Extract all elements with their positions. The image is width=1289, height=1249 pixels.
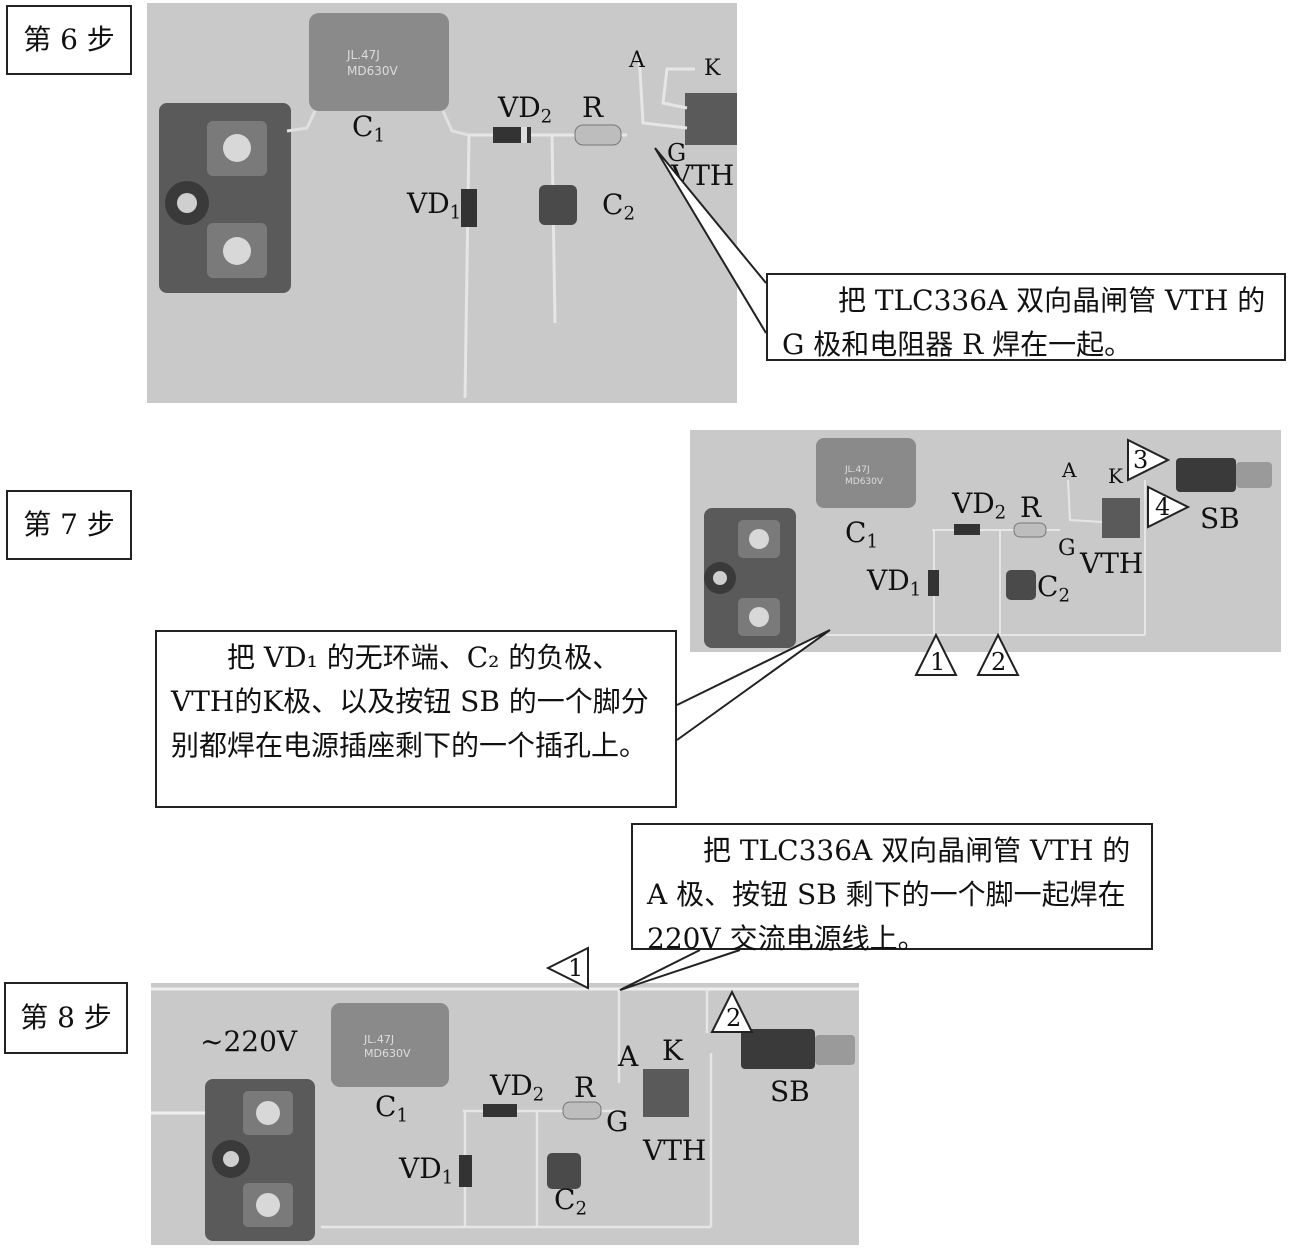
step-7-cap-marking-2: MD630V: [845, 477, 884, 487]
step-6-cap-marking-1: JL.47J: [346, 48, 380, 62]
step-8-label-r: R: [574, 1071, 596, 1104]
step-7-label-a: A: [1062, 458, 1077, 482]
step-7-label-k: K: [1108, 464, 1123, 488]
step-8-label-ac: ~220V: [200, 1025, 298, 1058]
step-8-marker-1: 1: [545, 946, 590, 990]
step-6-photo: JL.47J MD630V: [147, 3, 737, 403]
step-6-label-a: A: [629, 48, 645, 73]
step-8-label: 第 8 步: [4, 982, 128, 1054]
step-7-marker-1: 1: [914, 632, 958, 677]
step-8-label-g: G: [606, 1105, 629, 1138]
step-6-label-c2: C2: [602, 188, 636, 225]
step-8-circuit-drawing: JL.47J MD630V: [151, 987, 859, 1241]
step-6-callout: 把 TLC336A 双向晶闸管 VTH 的 G 极和电阻器 R 焊在一起。: [766, 273, 1286, 361]
step-8-label-c1: C1: [375, 1090, 409, 1127]
step-7-photo: JL.47J MD630V: [690, 430, 1281, 652]
step-6-label-vth: VTH: [671, 159, 735, 192]
step-8-cap-marking-1: JL.47J: [363, 1033, 394, 1046]
step-6-circuit-drawing: JL.47J MD630V: [159, 13, 737, 399]
step-6-cap-marking-2: MD630V: [347, 64, 398, 78]
step-8-label-k: K: [662, 1034, 683, 1067]
step-8-label-c2: C2: [554, 1183, 588, 1220]
step-8-label-vd1: VD1: [399, 1152, 454, 1189]
step-8-cap-marking-2: MD630V: [364, 1047, 411, 1060]
step-7-label-c1: C1: [845, 516, 879, 553]
step-7-cap-marking-1: JL.47J: [844, 465, 870, 475]
step-7-marker-3: 3: [1126, 438, 1171, 482]
step-6-label-r: R: [582, 91, 604, 124]
step-7-callout: 把 VD₁ 的无环端、C₂ 的负极、VTH的K极、以及按钮 SB 的一个脚分别都…: [155, 630, 677, 808]
step-8-callout: 把 TLC336A 双向晶闸管 VTH 的 A 极、按钮 SB 剩下的一个脚一起…: [631, 823, 1153, 955]
step-8-label-sb: SB: [770, 1075, 810, 1108]
step-7-label-c2: C2: [1037, 570, 1071, 607]
step-8-marker-2: 2: [710, 989, 754, 1034]
step-7-label-g: G: [1058, 536, 1076, 561]
step-6-label-c1: C1: [352, 110, 386, 147]
step-7-circuit-drawing: JL.47J MD630V: [704, 438, 1272, 648]
step-7-label-vd2: VD2: [952, 487, 1007, 524]
step-6-label-k: K: [704, 56, 721, 81]
step-8-label-vth: VTH: [643, 1134, 707, 1167]
step-7-label-sb: SB: [1200, 502, 1240, 535]
step-8-label-vd2: VD2: [490, 1069, 545, 1106]
step-7-label-vth: VTH: [1080, 547, 1144, 580]
step-8-label-a: A: [618, 1040, 639, 1073]
step-6-label-vd2: VD2: [498, 91, 553, 128]
step-7-marker-2: 2: [976, 632, 1020, 677]
step-7-marker-4: 4: [1146, 485, 1191, 529]
step-6-label-vd1: VD1: [407, 187, 462, 224]
step-7-label: 第 7 步: [6, 490, 132, 560]
step-7-label-r: R: [1020, 491, 1042, 524]
step-6-label: 第 6 步: [6, 5, 132, 75]
step-7-label-vd1: VD1: [867, 564, 922, 601]
